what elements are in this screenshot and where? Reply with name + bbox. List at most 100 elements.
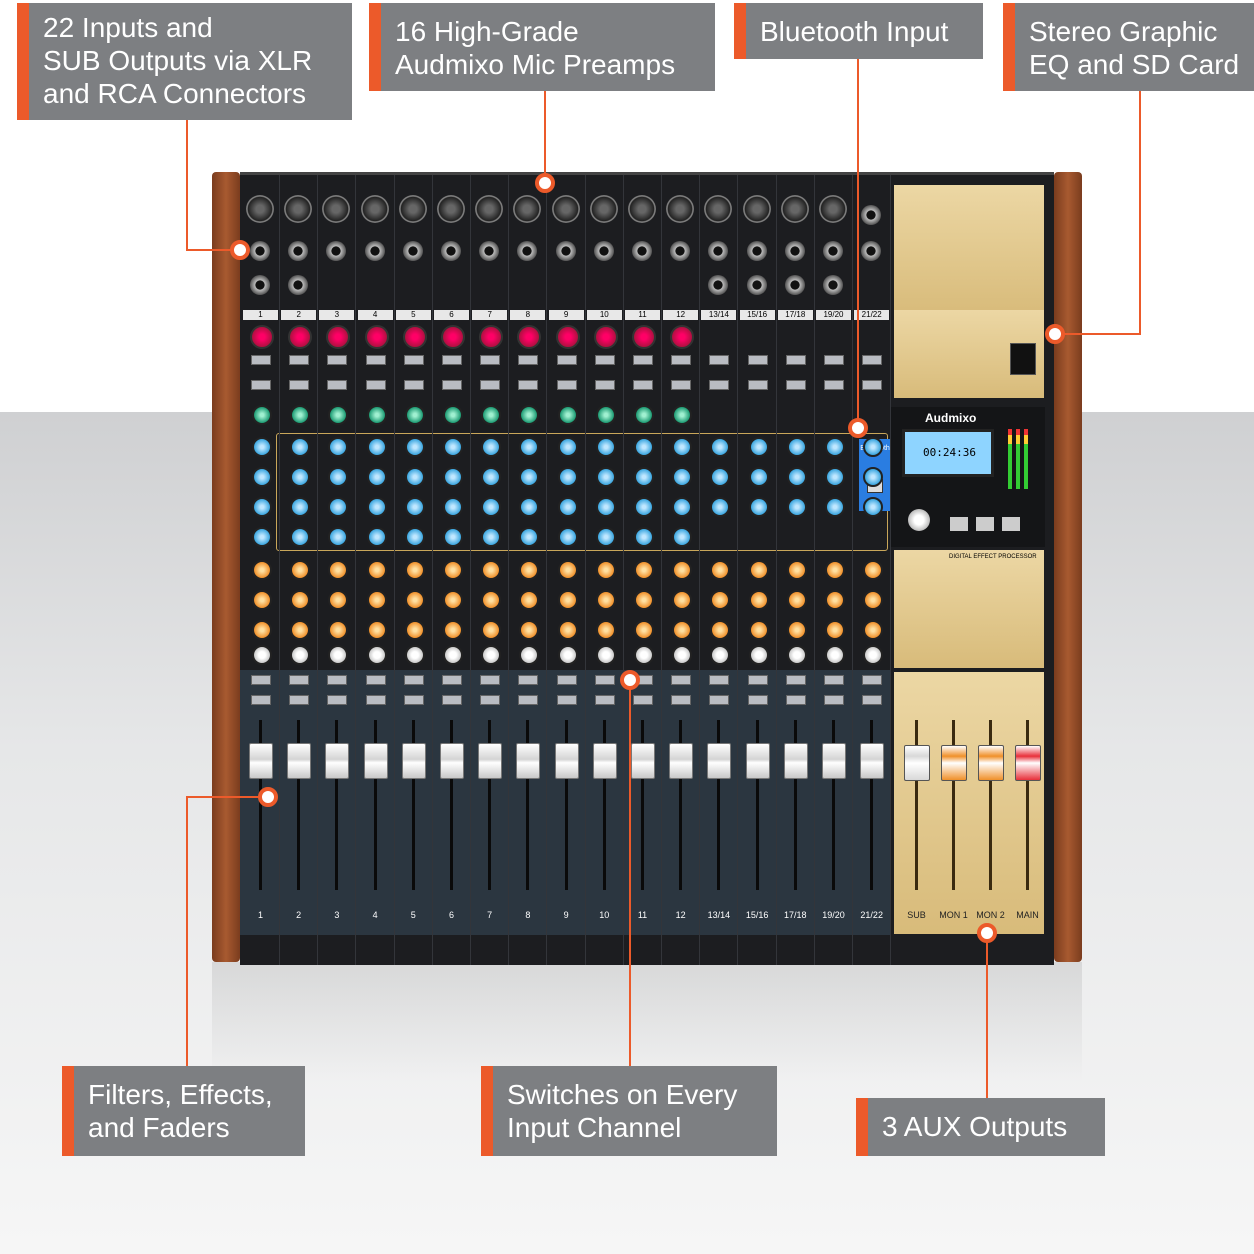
master-fader[interactable]: [941, 745, 967, 781]
switch-button[interactable]: [518, 380, 539, 390]
aux-knob[interactable]: [481, 620, 502, 640]
mute-button[interactable]: [251, 675, 271, 685]
pan-knob[interactable]: [443, 645, 463, 665]
aux-knob[interactable]: [786, 560, 807, 580]
channel-fader[interactable]: [516, 743, 541, 779]
mute-button[interactable]: [289, 675, 310, 685]
aux-knob[interactable]: [519, 560, 540, 580]
solo-button[interactable]: [289, 695, 310, 705]
channel-fader[interactable]: [363, 743, 388, 779]
aux-knob[interactable]: [557, 590, 578, 610]
aux-knob[interactable]: [672, 590, 693, 610]
eq-knob[interactable]: [481, 467, 502, 487]
eq-knob[interactable]: [328, 467, 349, 487]
switch-button[interactable]: [824, 380, 844, 390]
mute-button[interactable]: [365, 675, 386, 685]
channel-fader[interactable]: [440, 743, 464, 779]
switch-button[interactable]: [289, 355, 310, 365]
eq-knob[interactable]: [404, 467, 425, 487]
eq-knob[interactable]: [634, 527, 654, 547]
mute-button[interactable]: [709, 675, 730, 685]
xlr-input-jack[interactable]: [589, 195, 618, 223]
eq-knob[interactable]: [557, 437, 578, 457]
eq-knob[interactable]: [557, 527, 578, 547]
xlr-input-jack[interactable]: [246, 195, 274, 223]
eq-knob[interactable]: [290, 527, 311, 547]
switch-button[interactable]: [709, 355, 730, 365]
channel-fader[interactable]: [554, 743, 579, 779]
aux-knob[interactable]: [672, 560, 693, 580]
aux-knob[interactable]: [404, 560, 425, 580]
aux-knob[interactable]: [328, 620, 349, 640]
switch-button[interactable]: [327, 380, 348, 390]
aux-knob[interactable]: [481, 590, 502, 610]
eq-knob[interactable]: [634, 437, 654, 457]
aux-knob[interactable]: [404, 590, 425, 610]
insert-jack[interactable]: [288, 275, 309, 295]
switch-button[interactable]: [747, 380, 768, 390]
eq-knob[interactable]: [328, 437, 349, 457]
eq-knob[interactable]: [404, 437, 425, 457]
eq-knob[interactable]: [710, 467, 731, 487]
xlr-input-jack[interactable]: [513, 195, 542, 223]
aux-knob[interactable]: [595, 560, 616, 580]
switch-button[interactable]: [594, 380, 615, 390]
line-input-jack[interactable]: [861, 205, 882, 225]
switch-button[interactable]: [403, 380, 424, 390]
line-input-jack[interactable]: [708, 275, 729, 295]
comp-knob[interactable]: [557, 405, 578, 425]
switch-button[interactable]: [442, 355, 462, 365]
eq-knob[interactable]: [863, 467, 884, 487]
pan-knob[interactable]: [519, 645, 540, 665]
pan-knob[interactable]: [366, 645, 387, 665]
master-fader[interactable]: [978, 745, 1004, 781]
aux-knob[interactable]: [443, 620, 463, 640]
channel-fader[interactable]: [783, 743, 808, 779]
aux-knob[interactable]: [863, 560, 884, 580]
eq-knob[interactable]: [328, 527, 349, 547]
solo-button[interactable]: [327, 695, 348, 705]
gain-knob[interactable]: [326, 325, 351, 349]
line-input-jack[interactable]: [555, 241, 576, 261]
solo-button[interactable]: [556, 695, 577, 705]
gain-knob[interactable]: [250, 325, 274, 349]
solo-button[interactable]: [671, 695, 692, 705]
aux-knob[interactable]: [634, 620, 654, 640]
line-input-jack[interactable]: [326, 241, 347, 261]
xlr-input-jack[interactable]: [819, 195, 847, 223]
gain-knob[interactable]: [479, 325, 504, 349]
pan-knob[interactable]: [328, 645, 349, 665]
comp-knob[interactable]: [481, 405, 502, 425]
eq-knob[interactable]: [634, 497, 654, 517]
line-input-jack[interactable]: [823, 275, 843, 295]
channel-fader[interactable]: [822, 743, 846, 779]
eq-knob[interactable]: [672, 527, 693, 547]
comp-knob[interactable]: [443, 405, 463, 425]
switch-button[interactable]: [556, 355, 577, 365]
channel-fader[interactable]: [249, 743, 273, 779]
switch-button[interactable]: [862, 355, 883, 365]
record-button[interactable]: [1002, 517, 1020, 531]
mute-button[interactable]: [785, 675, 806, 685]
xlr-input-jack[interactable]: [551, 195, 580, 223]
pan-knob[interactable]: [634, 645, 654, 665]
eq-knob[interactable]: [366, 467, 387, 487]
eq-knob[interactable]: [672, 437, 693, 457]
solo-button[interactable]: [824, 695, 844, 705]
channel-fader[interactable]: [325, 743, 350, 779]
aux-knob[interactable]: [252, 590, 272, 610]
eq-knob[interactable]: [634, 467, 654, 487]
insert-jack[interactable]: [250, 275, 270, 295]
aux-knob[interactable]: [786, 590, 807, 610]
channel-fader[interactable]: [592, 743, 617, 779]
mute-button[interactable]: [327, 675, 348, 685]
line-input-jack[interactable]: [441, 241, 461, 261]
aux-knob[interactable]: [748, 620, 769, 640]
pan-knob[interactable]: [710, 645, 731, 665]
switch-button[interactable]: [289, 380, 310, 390]
switch-button[interactable]: [785, 380, 806, 390]
line-input-jack[interactable]: [288, 241, 309, 261]
switch-button[interactable]: [671, 355, 692, 365]
eq-knob[interactable]: [825, 467, 845, 487]
eq-knob[interactable]: [595, 437, 616, 457]
